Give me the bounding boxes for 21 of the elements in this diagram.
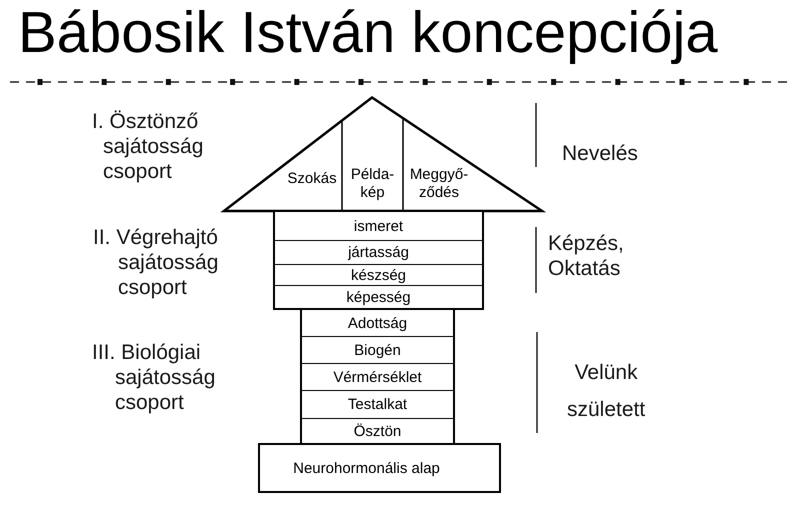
layer-row: jártasság <box>273 240 484 264</box>
layer-row: Vérmérséklet <box>300 363 455 390</box>
layer-row: készség <box>273 264 484 285</box>
title: Bábosik István koncepciója <box>18 0 718 66</box>
group-label: III. Biológiai sajátosság csoport <box>92 340 216 415</box>
roof-section-text: Példa- kép <box>344 165 401 203</box>
side-label: Velünk született <box>567 360 646 423</box>
layer-row: Biogén <box>300 336 455 363</box>
roof-section-text: Meggyő- ződés <box>406 165 472 203</box>
layer-row: képesség <box>273 285 484 310</box>
group-label: I. Ösztönző sajátosság csoport <box>92 109 204 184</box>
side-label: Képzés, Oktatás <box>548 231 624 281</box>
side-label: Nevelés <box>562 141 638 166</box>
layer-row: Ösztön <box>300 418 455 443</box>
layer-row: ismeret <box>273 212 484 240</box>
roof-section-text: Szokás <box>283 167 341 191</box>
layer-row: Adottság <box>300 310 455 336</box>
foundation-block: Neurohormonális alap <box>258 443 501 493</box>
roof-triangle <box>219 95 547 213</box>
group-label: II. Végrehajtó sajátosság csoport <box>93 225 220 300</box>
layer-row: Testalkat <box>300 390 455 418</box>
